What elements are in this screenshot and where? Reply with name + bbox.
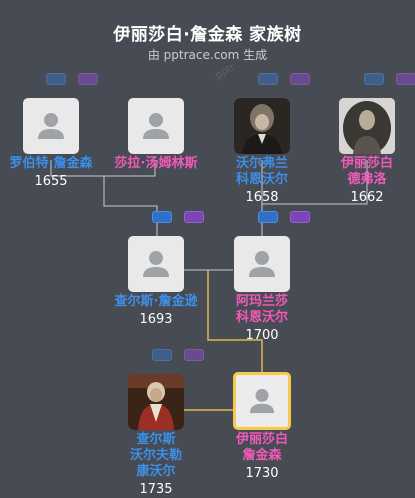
mother-tag[interactable] [184,349,204,361]
mother-tag[interactable] [184,211,204,223]
person-name-line1: 沃尔弗兰 [235,156,288,171]
person-name-line1: 伊丽莎白 [340,156,393,171]
connector-to-charles [103,176,158,236]
person-name: 查尔斯·詹金逊 [114,294,198,309]
person-name: 莎拉·汤姆林斯 [114,156,198,171]
portrait-image [339,98,395,154]
person-name-line2: 科恩沃尔 [235,310,288,325]
person-card-walter[interactable] [234,98,290,154]
portrait-image [128,374,184,430]
connector-robert-sarah [50,160,156,177]
person-card-amarantha[interactable] [234,236,290,292]
person-name-line1: 阿玛兰莎 [235,294,288,309]
avatar-placeholder-icon [249,251,275,277]
connector-to-amarantha [261,203,314,236]
page-title: 伊丽莎白·詹金森 家族树 [113,25,302,45]
person-year: 1693 [139,312,173,327]
connector-walter-elizabeth [261,160,368,205]
person-name: 罗伯特·詹金森 [9,156,93,171]
person-name-line1: 伊丽莎白 [235,432,288,447]
mother-tag[interactable] [78,73,98,85]
person-card-charles-cornwall[interactable] [128,374,184,430]
father-tag[interactable] [258,73,278,85]
person-card-robert[interactable] [23,98,79,154]
person-name-line2: 科恩沃尔 [235,172,288,187]
person-card-elizabeth-devereux[interactable] [339,98,395,154]
person-card-elizabeth-jenkinson-selected[interactable] [233,372,291,430]
mother-tag[interactable] [290,211,310,223]
page-subtitle: 由 pptrace.com 生成 [147,48,268,62]
person-name-line2: 沃尔夫勒 [129,448,182,463]
father-tag[interactable] [364,73,384,85]
avatar-placeholder-icon [38,113,64,139]
avatar-placeholder-icon [143,251,169,277]
father-tag[interactable] [152,349,172,361]
person-name-line3: 康沃尔 [136,464,176,479]
person-name-line2: 德弗洛 [347,172,387,187]
person-year: 1730 [245,466,279,481]
person-name-line2: 詹金森 [242,448,282,463]
portrait-image [234,98,290,154]
father-tag[interactable] [258,211,278,223]
person-name-line1: 查尔斯 [136,432,176,447]
person-card-sarah[interactable] [128,98,184,154]
person-year: 1662 [350,190,384,205]
person-year: 1700 [245,328,279,343]
person-year: 1658 [245,190,279,205]
person-year: 1655 [34,174,68,189]
mother-tag[interactable] [396,73,415,85]
person-year: 1735 [139,482,173,497]
avatar-placeholder-icon [249,388,275,414]
connector-highlight [207,270,263,372]
father-tag[interactable] [46,73,66,85]
person-card-charles[interactable] [128,236,184,292]
father-tag[interactable] [152,211,172,223]
avatar-placeholder-icon [143,113,169,139]
mother-tag[interactable] [290,73,310,85]
